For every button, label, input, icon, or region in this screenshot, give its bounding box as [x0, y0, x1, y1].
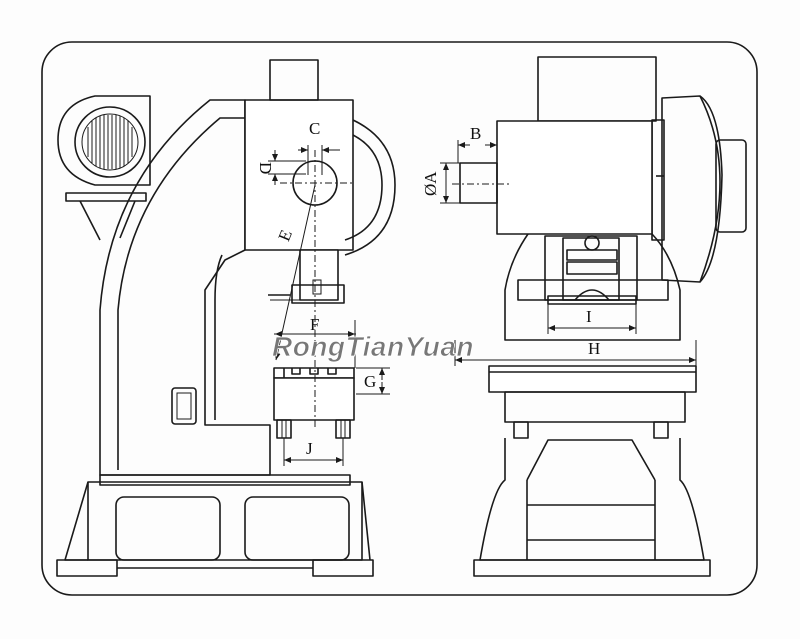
dim-label-j: J	[306, 439, 313, 458]
dim-label-d: D	[256, 162, 275, 174]
dim-label-f: F	[310, 315, 319, 334]
base-left	[87, 481, 363, 561]
dim-label-i: I	[586, 307, 592, 326]
front-view	[440, 56, 747, 577]
dim-label-b: B	[470, 124, 481, 143]
front-head	[496, 120, 653, 235]
side-view	[56, 59, 396, 577]
drawing-frame	[41, 41, 758, 596]
dim-label-h: H	[588, 339, 600, 358]
head-block	[244, 99, 354, 251]
c-frame	[99, 99, 271, 476]
dim-label-a: ØA	[421, 171, 440, 196]
watermark-text: RongTianYuan	[272, 331, 474, 362]
dim-label-c: C	[309, 119, 320, 138]
motor	[57, 95, 151, 241]
dim-label-g: G	[364, 372, 376, 391]
